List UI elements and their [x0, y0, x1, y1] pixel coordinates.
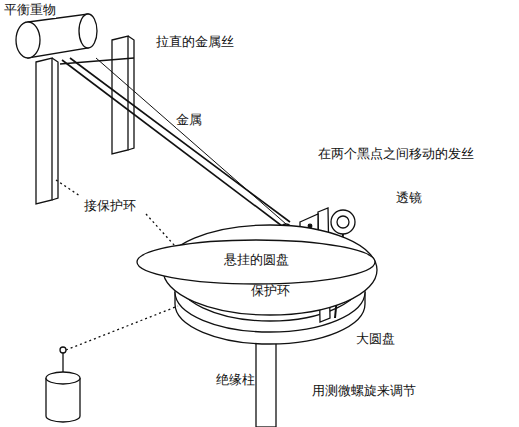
guard-link-label: 接保护环: [84, 198, 136, 214]
balance-weight: [16, 14, 97, 58]
hair-label: 在两个黑点之间移动的发丝: [318, 146, 474, 162]
lens-label: 透镜: [396, 190, 422, 206]
support-post: [36, 36, 134, 204]
node-label: 保护环: [163, 283, 377, 299]
metal-arm: [62, 58, 290, 226]
micrometer-label: 用测微螺旋来调节: [312, 383, 416, 399]
metal-label: 金属: [176, 112, 202, 128]
guard-ring: 保护环悬挂的圆盘: [163, 225, 377, 315]
node-label: 悬挂的圆盘: [137, 252, 375, 268]
wire-label: 拉直的金属丝: [156, 34, 234, 50]
weight-label: 平衡重物: [4, 2, 56, 18]
post-label: 绝缘柱: [216, 372, 255, 388]
plate-label: 大圆盘: [356, 331, 395, 347]
suspended-disk: 悬挂的圆盘: [137, 240, 375, 284]
bucket: [46, 347, 80, 422]
